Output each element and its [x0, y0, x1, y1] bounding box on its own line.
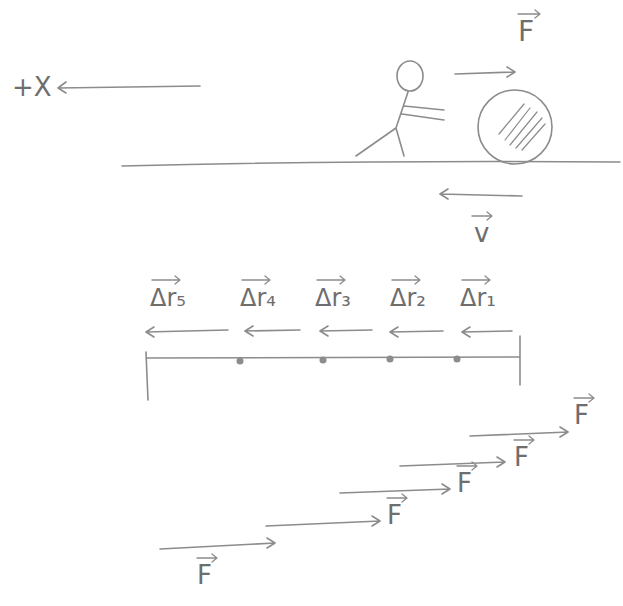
force-label: F — [514, 444, 529, 470]
force-arrow — [400, 457, 505, 467]
shading-lines — [499, 104, 545, 150]
force-arrow — [470, 427, 568, 437]
displacement-label: Δr₂ — [390, 286, 426, 310]
displacement-label: Δr₅ — [150, 286, 186, 310]
vector-mark — [472, 212, 492, 220]
displacement-arrow — [245, 326, 300, 336]
displacement-label: Δr₄ — [240, 286, 276, 310]
vector-mark — [152, 276, 180, 284]
force-label: F — [457, 470, 472, 496]
axis-label: +X — [12, 74, 52, 100]
displacement-arrow — [320, 326, 372, 336]
ground-line — [122, 162, 620, 167]
vector-mark — [387, 494, 407, 502]
figure-head — [397, 61, 423, 91]
displacement-arrow — [146, 327, 228, 337]
vector-mark — [518, 10, 540, 18]
force-arrow — [340, 484, 450, 494]
vector-mark — [462, 276, 490, 284]
displacement-arrow — [390, 327, 443, 337]
force-label: F — [518, 18, 534, 46]
displacement-arrow — [462, 327, 512, 337]
vector-mark — [457, 462, 477, 470]
velocity-label: v — [474, 220, 489, 246]
position-dot — [237, 358, 244, 365]
position-dots — [237, 356, 461, 365]
position-dot — [387, 356, 394, 363]
vector-marks — [152, 10, 594, 562]
vector-mark — [392, 276, 420, 284]
position-dot — [454, 356, 461, 363]
force-label: F — [574, 402, 589, 428]
vector-mark — [197, 554, 217, 562]
force-arrow — [160, 538, 275, 549]
force-arrow — [455, 67, 515, 77]
force-arrow — [266, 516, 380, 526]
ball — [478, 90, 552, 164]
velocity-arrow — [440, 189, 522, 199]
vector-mark — [574, 394, 594, 402]
position-dot — [320, 357, 327, 364]
ball-shading — [499, 104, 545, 150]
vector-mark — [317, 276, 345, 284]
displacement-label: Δr₁ — [460, 286, 496, 310]
vector-mark — [514, 436, 534, 444]
ball-outline — [478, 90, 552, 164]
figure-body — [356, 92, 444, 156]
track-line — [146, 336, 520, 400]
force-label: F — [197, 562, 212, 588]
step-force-arrows — [160, 427, 568, 549]
force-label: F — [387, 502, 402, 528]
displacement-arrows — [146, 326, 512, 337]
displacement-label: Δr₃ — [315, 286, 351, 310]
stick-figure — [356, 61, 444, 156]
vector-mark — [242, 276, 270, 284]
axis-arrow — [58, 82, 200, 93]
